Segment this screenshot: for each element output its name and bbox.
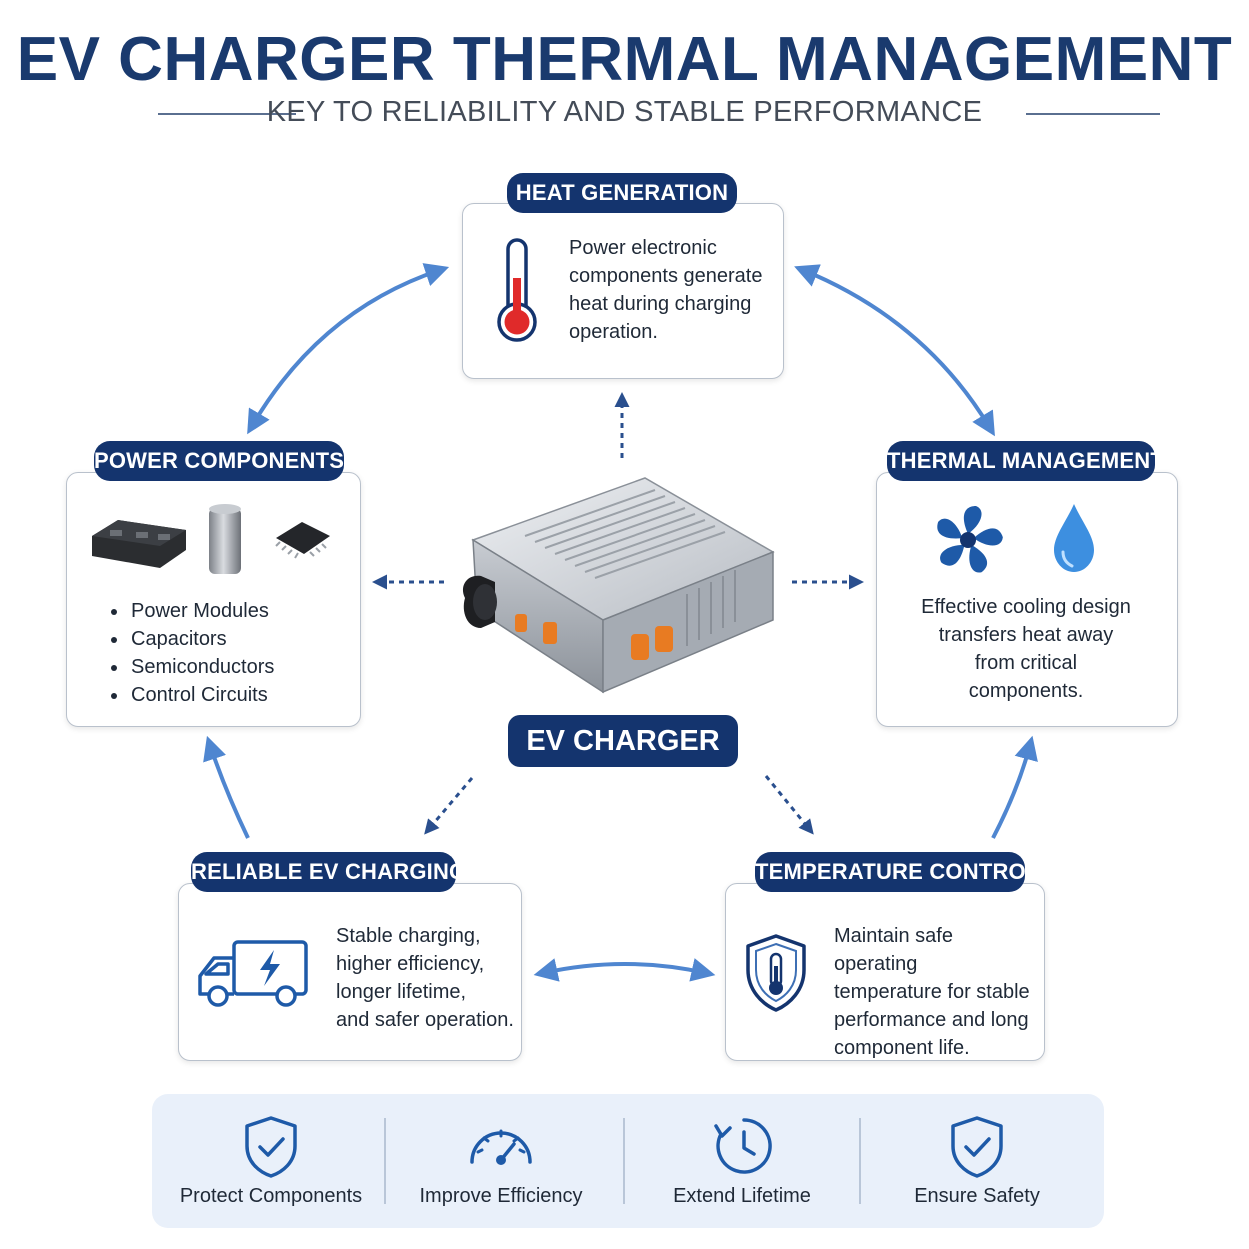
heat-generation-title: HEAT GENERATION <box>507 173 737 213</box>
ev-charger-unit <box>462 477 775 694</box>
delivery-truck-icon <box>198 940 308 1007</box>
reliable-charging-text: Stable charging, higher efficiency, long… <box>336 925 514 1031</box>
arrow-reliable-to-power <box>203 735 250 839</box>
shield-check-icon <box>245 1116 297 1178</box>
benefit-divider <box>859 1118 861 1204</box>
shield-thermometer-icon <box>746 934 806 1012</box>
chip-icon <box>275 522 330 559</box>
benefit-ensure-safety: Ensure Safety <box>858 1094 1096 1228</box>
reliable-charging-title: RELIABLE EV CHARGING <box>191 852 466 892</box>
fan-icon <box>937 506 1003 573</box>
temperature-control-text: Maintain safe operating temperature for … <box>834 925 1030 1059</box>
list-item: Control Circuits <box>129 681 359 709</box>
arrow-temp-to-thermal <box>991 735 1038 839</box>
gauge-icon <box>470 1129 532 1165</box>
water-drop-icon <box>1054 504 1094 572</box>
thermometer-icon <box>497 238 537 342</box>
benefit-extend-lifetime: Extend Lifetime <box>623 1094 861 1228</box>
benefit-improve-efficiency: Improve Efficiency <box>382 1094 620 1228</box>
power-components-list: Power Modules Capacitors Semiconductors … <box>107 597 359 709</box>
arrow-heat-to-thermal <box>794 264 995 437</box>
thermal-management-card <box>876 472 1178 727</box>
thermal-management-title: THERMAL MANAGEMENT <box>887 441 1164 481</box>
temperature-control-title: TEMPERATURE CONTROL <box>755 852 1039 892</box>
page-title: EV CHARGER THERMAL MANAGEMENT <box>16 25 1233 94</box>
arrow-reliable-temp <box>533 958 716 982</box>
clock-cycle-icon <box>714 1118 772 1174</box>
list-item: Power Modules <box>129 597 359 625</box>
power-components-card <box>66 472 361 727</box>
subtitle-rule-right <box>1026 113 1160 115</box>
benefit-label: Improve Efficiency <box>419 1185 583 1207</box>
benefit-label: Ensure Safety <box>914 1185 1040 1207</box>
heat-generation-text: Power electronic components generate hea… <box>569 237 763 343</box>
power-components-title: POWER COMPONENTS <box>94 441 344 481</box>
list-item: Capacitors <box>129 625 359 653</box>
benefit-protect-components: Protect Components <box>152 1094 390 1228</box>
benefits-strip: Protect Components Improve Efficiency Ex… <box>152 1094 1104 1228</box>
benefit-divider <box>623 1118 625 1204</box>
thermal-management-text: Effective cooling design transfers heat … <box>921 596 1131 702</box>
dotted-arrow-down-left <box>424 777 474 835</box>
power-module-icon <box>92 520 186 568</box>
list-item: Semiconductors <box>129 653 359 681</box>
arrow-power-to-heat <box>247 263 450 435</box>
capacitor-icon <box>209 504 241 574</box>
page-subtitle: KEY TO RELIABILITY AND STABLE PERFORMANC… <box>266 96 983 128</box>
benefit-label: Protect Components <box>179 1185 363 1207</box>
dotted-arrow-down-right <box>764 775 814 835</box>
subtitle-rule-left <box>158 113 296 115</box>
benefit-label: Extend Lifetime <box>673 1185 811 1207</box>
shield-check-icon <box>951 1116 1003 1178</box>
benefit-divider <box>384 1118 386 1204</box>
ev-charger-label: EV CHARGER <box>508 715 738 767</box>
